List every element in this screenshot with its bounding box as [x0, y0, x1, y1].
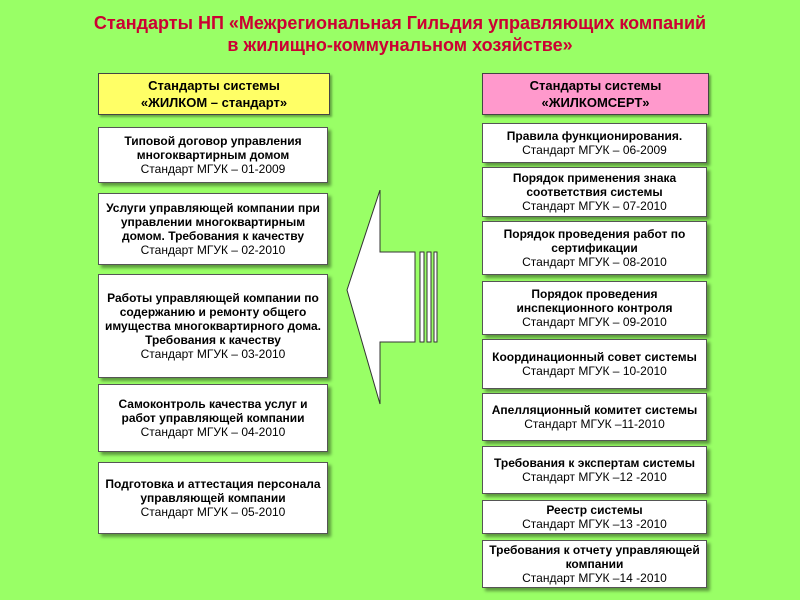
zhilkomsert-header: Стандарты системы «ЖИЛКОМСЕРТ» [482, 73, 709, 115]
zhilkomsert-header-line-1: Стандарты системы [529, 78, 662, 93]
zhilkom-header-line-1: Стандарты системы [148, 78, 280, 93]
standard-box-14: Требования к отчету управляющей компании… [482, 540, 707, 588]
standard-name: Апелляционный комитет системы [491, 402, 698, 417]
zhilkomsert-header-line-2: «ЖИЛКОМСЕРТ» [541, 95, 650, 110]
standard-name: Услуги управляющей компании при управлен… [106, 200, 320, 243]
standard-code: Стандарт МГУК – 01-2009 [140, 161, 286, 176]
standard-name: Требования к отчету управляющей компании [489, 542, 700, 571]
standard-box-10: Координационный совет системы Стандарт М… [482, 339, 707, 389]
standard-code: Стандарт МГУК – 07-2010 [522, 198, 667, 213]
standard-code: Стандарт МГУК –11-2010 [524, 416, 665, 431]
standard-name: Реестр системы [546, 502, 643, 517]
standard-name: Порядок проведения работ по сертификации [503, 226, 686, 255]
standard-box-03: Работы управляющей компании по содержани… [98, 274, 328, 378]
standard-box-04: Самоконтроль качества услуг и работ упра… [98, 384, 328, 452]
standard-name: Координационный совет системы [492, 349, 697, 364]
standard-code: Стандарт МГУК –14 -2010 [522, 570, 667, 585]
standard-code: Стандарт МГУК – 02-2010 [140, 242, 286, 257]
standard-name: Работы управляющей компании по содержани… [104, 290, 322, 347]
standard-name: Типовой договор управления многоквартирн… [124, 133, 302, 162]
standard-code: Стандарт МГУК – 08-2010 [522, 254, 667, 269]
standard-box-08: Порядок проведения работ по сертификации… [482, 221, 707, 275]
standard-box-05: Подготовка и аттестация персонала управл… [98, 462, 328, 534]
standard-code: Стандарт МГУК – 09-2010 [522, 314, 667, 329]
standard-box-09: Порядок проведения инспекционного контро… [482, 281, 707, 335]
standard-code: Стандарт МГУК – 04-2010 [140, 424, 286, 439]
standard-box-11: Апелляционный комитет системы Стандарт М… [482, 393, 707, 441]
standard-name: Подготовка и аттестация персонала управл… [105, 476, 321, 505]
standard-box-02: Услуги управляющей компании при управлен… [98, 193, 328, 265]
standard-code: Стандарт МГУК –12 -2010 [522, 469, 667, 484]
standard-box-13: Реестр системы Стандарт МГУК –13 -2010 [482, 500, 707, 534]
zhilkom-header-line-2: «ЖИЛКОМ – стандарт» [140, 95, 288, 110]
standard-name: Требования к экспертам системы [494, 455, 695, 470]
standard-box-12: Требования к экспертам системы Стандарт … [482, 446, 707, 494]
left-arrow-icon [346, 190, 438, 405]
title-line-1: Стандарты НП «Межрегиональная Гильдия уп… [93, 13, 707, 33]
standard-code: Стандарт МГУК – 10-2010 [522, 363, 667, 378]
page-title: Стандарты НП «Межрегиональная Гильдия уп… [0, 12, 800, 56]
standard-name: Самоконтроль качества услуг и работ упра… [118, 396, 308, 425]
standard-box-06: Правила функционирования. Стандарт МГУК … [482, 123, 707, 163]
title-line-2: в жилищно-коммунальном хозяйстве» [227, 35, 573, 55]
zhilkom-standard-header: Стандарты системы «ЖИЛКОМ – стандарт» [98, 73, 330, 115]
standard-code: Стандарт МГУК – 05-2010 [140, 504, 286, 519]
standard-name: Правила функционирования. [506, 128, 683, 143]
standard-code: Стандарт МГУК – 06-2009 [522, 142, 667, 157]
standard-name: Порядок применения знака соответствия си… [512, 170, 677, 199]
standard-box-07: Порядок применения знака соответствия си… [482, 167, 707, 217]
standard-code: Стандарт МГУК – 03-2010 [140, 346, 286, 361]
standard-name: Порядок проведения инспекционного контро… [516, 286, 673, 315]
standard-code: Стандарт МГУК –13 -2010 [522, 516, 667, 531]
standard-box-01: Типовой договор управления многоквартирн… [98, 127, 328, 183]
